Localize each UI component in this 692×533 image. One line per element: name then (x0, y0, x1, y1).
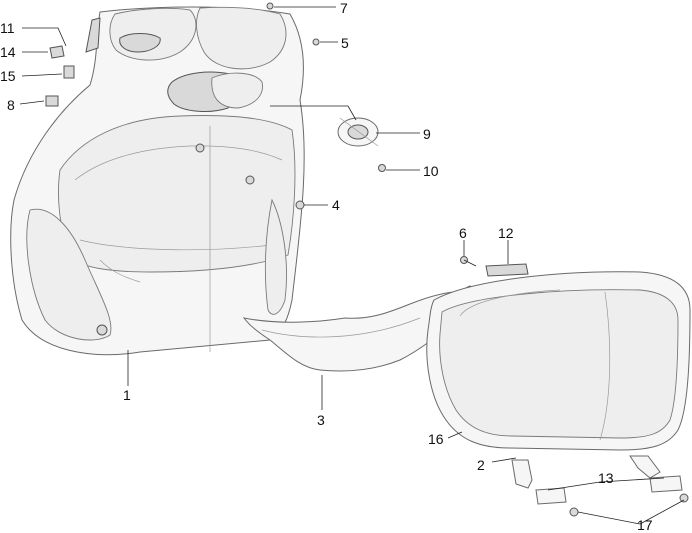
callout-5: 5 (341, 35, 349, 51)
callout-15: 15 (0, 68, 16, 84)
callout-13: 13 (598, 470, 614, 486)
part-13-hinge-plates (535, 475, 683, 505)
part-11-cable-bracket (85, 17, 101, 53)
part-8-block (45, 95, 59, 107)
callout-3: 3 (317, 412, 325, 428)
part-4-clip (295, 200, 305, 210)
callout-9: 9 (423, 126, 431, 142)
part-6-screw (460, 256, 477, 267)
callout-17: 17 (637, 517, 653, 533)
part-5-screw (312, 38, 320, 46)
callout-1: 1 (123, 387, 131, 403)
callout-8: 8 (7, 97, 15, 113)
part-9-lock-assembly (337, 117, 379, 147)
part-7-clip (266, 2, 274, 10)
callout-7: 7 (340, 0, 348, 16)
callout-14: 14 (0, 44, 16, 60)
part-10-screw (378, 164, 386, 172)
leader-lines (19, 6, 685, 525)
callout-4: 4 (332, 197, 340, 213)
callout-11: 11 (0, 20, 15, 36)
callout-10: 10 (423, 163, 439, 179)
callout-12: 12 (498, 225, 514, 241)
part-12-latch-bracket (485, 263, 529, 277)
callout-labels: 1 2 3 4 5 6 7 8 9 10 11 12 13 14 15 16 1… (0, 0, 653, 533)
part-14-connector (49, 45, 65, 59)
part-2-hinge-bracket (511, 455, 661, 489)
callout-2: 2 (477, 457, 485, 473)
callout-6: 6 (459, 225, 467, 241)
part-15-connector (63, 65, 75, 79)
callout-16: 16 (428, 431, 444, 447)
part-16-glovebox-door (426, 271, 691, 451)
part-17-screws (569, 493, 689, 517)
part-1-legshield (10, 6, 305, 356)
